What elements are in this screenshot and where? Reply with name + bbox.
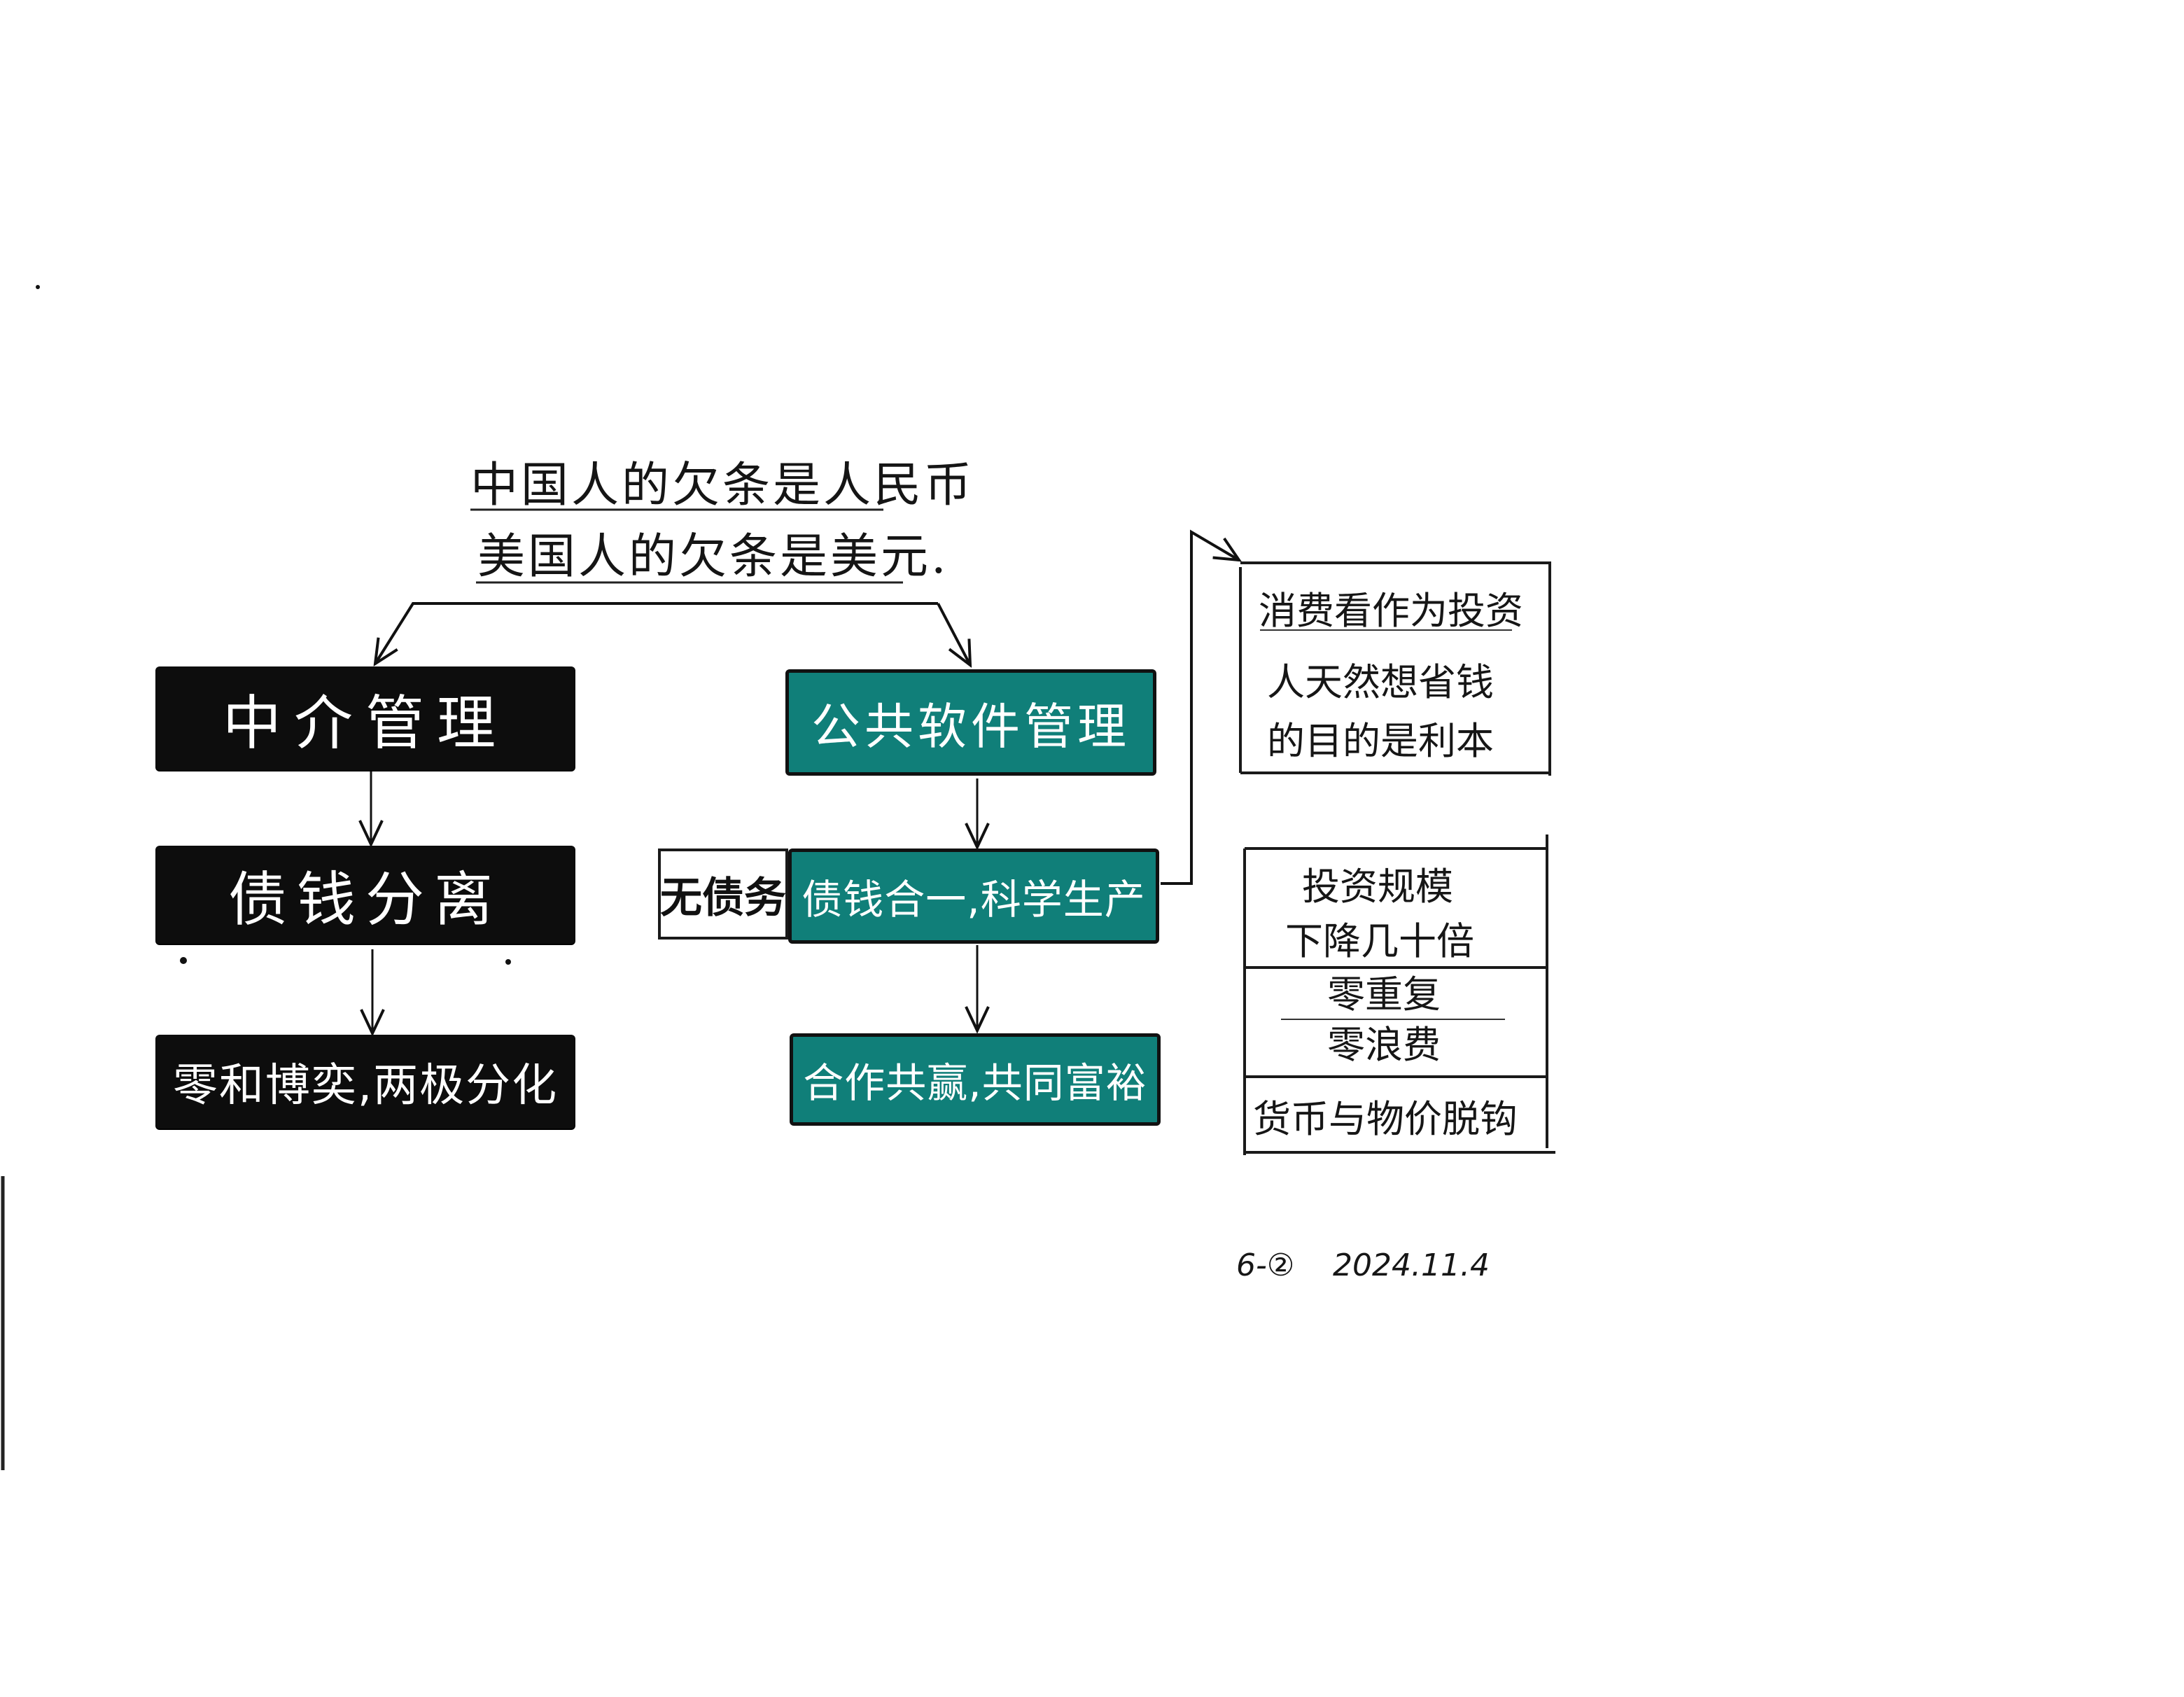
left-box-3-label: 零和博奕,两极分化	[172, 1060, 559, 1112]
note-top-line-2: 人天然想省钱	[1267, 660, 1494, 704]
footer-date: 2024.11.4	[1333, 1248, 1490, 1283]
right-box-3-label: 合作共赢,共同富裕	[803, 1059, 1147, 1107]
page-dot-3	[36, 285, 40, 289]
page-dot-2	[505, 959, 511, 965]
heading-line-2: 美国人的欠条是美元.	[477, 529, 949, 585]
note-bottom-row2-line2: 零浪费	[1327, 1023, 1441, 1067]
right-box-1-label: 公共软件管理	[811, 697, 1130, 755]
left-box-1-label: 中介管理	[222, 688, 508, 757]
left-box-2-label: 债钱分离	[227, 865, 503, 934]
right-box-public-software-management: 公共软件管理	[785, 669, 1156, 776]
note-bottom-row1-line1: 投资规模	[1302, 865, 1453, 909]
left-box-intermediary-management: 中介管理	[155, 666, 575, 770]
right-box-debt-money-unified: 债钱合一,科学生产	[788, 848, 1159, 944]
note-bottom-row3: 货币与物价脱钩	[1253, 1097, 1518, 1141]
left-box-zero-sum-game: 零和博奕,两极分化	[155, 1035, 575, 1129]
heading-line-1: 中国人的欠条是人民币	[470, 458, 975, 513]
split-arrow-left	[375, 602, 938, 664]
no-debt-label: 无债务	[658, 848, 788, 940]
right-box-2-label: 债钱合一,科学生产	[802, 876, 1146, 923]
note-connector-arrow	[1161, 529, 1239, 885]
note-bottom-row2-line1: 零重复	[1327, 972, 1441, 1017]
right-box-win-win-cooperation: 合作共赢,共同富裕	[790, 1033, 1161, 1126]
note-top-line-3: 的目的是利本	[1267, 719, 1494, 763]
page-dot-1	[180, 957, 187, 964]
footer-page-id: 6-②	[1236, 1248, 1295, 1283]
split-arrow-right	[937, 603, 970, 665]
note-bottom-row1-line2: 下降几十倍	[1285, 919, 1474, 963]
left-box-debt-money-separation: 债钱分离	[155, 846, 575, 944]
note-top-line-1: 消费看作为投资	[1259, 589, 1523, 633]
